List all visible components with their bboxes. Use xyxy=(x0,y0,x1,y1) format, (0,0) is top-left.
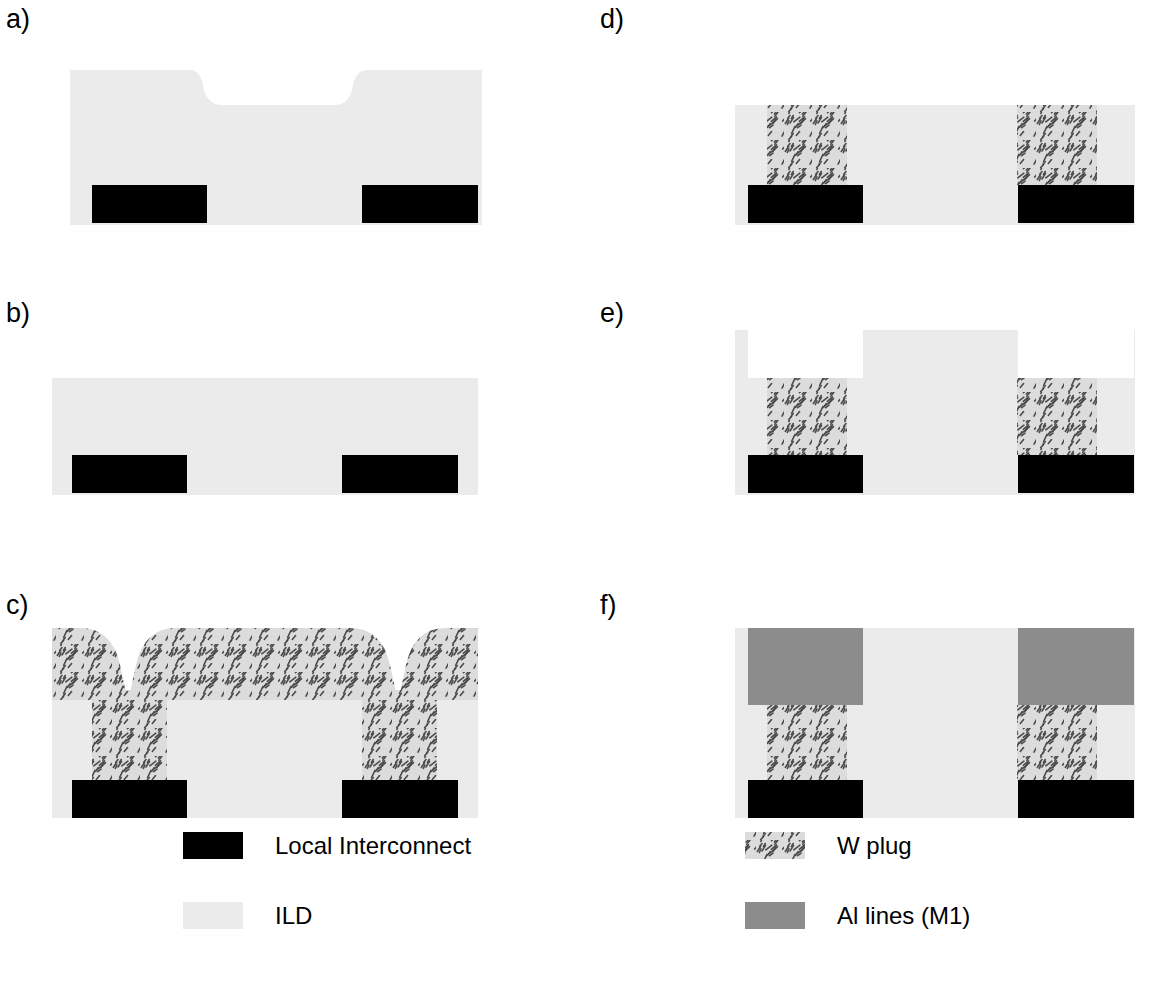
w-plug xyxy=(767,105,847,185)
local-interconnect xyxy=(748,455,863,493)
legend-swatch xyxy=(745,832,805,859)
local-interconnect xyxy=(72,455,187,493)
local-interconnect xyxy=(748,185,863,223)
local-interconnect xyxy=(1018,185,1134,223)
w-plug xyxy=(362,690,437,780)
ild-layer xyxy=(52,378,478,495)
local-interconnect xyxy=(1018,455,1134,493)
panel-label: d) xyxy=(600,6,624,33)
panel-label: a) xyxy=(6,6,30,33)
w-plug xyxy=(92,690,167,780)
panel-label: f) xyxy=(600,592,617,619)
w-blanket xyxy=(52,628,478,702)
w-plug xyxy=(1017,105,1097,185)
local-interconnect xyxy=(748,780,863,818)
legend-swatch xyxy=(183,832,243,859)
legend-swatch xyxy=(183,902,243,929)
ild-layer xyxy=(70,70,482,225)
local-interconnect xyxy=(362,185,478,223)
w-plug xyxy=(767,705,847,780)
local-interconnect xyxy=(72,780,187,818)
al-line xyxy=(748,628,863,705)
ild-layer xyxy=(52,690,478,818)
local-interconnect xyxy=(342,455,458,493)
ild-layer xyxy=(735,105,1135,225)
legend-text: Local Interconnect xyxy=(275,834,471,858)
w-plug xyxy=(767,378,847,455)
w-plug xyxy=(1017,378,1097,455)
legend-text: ILD xyxy=(275,904,312,928)
ild-layer xyxy=(735,628,1135,818)
legend-text: W plug xyxy=(837,834,912,858)
local-interconnect xyxy=(342,780,458,818)
ild-layer xyxy=(735,330,1135,495)
legend-text: Al lines (M1) xyxy=(837,904,970,928)
local-interconnect xyxy=(92,185,207,223)
panel-label: b) xyxy=(6,300,30,327)
legend-swatch xyxy=(745,902,805,929)
panel-label: e) xyxy=(600,300,624,327)
w-plug xyxy=(1017,705,1097,780)
panel-label: c) xyxy=(6,592,29,619)
al-line xyxy=(1018,628,1134,705)
local-interconnect xyxy=(1018,780,1134,818)
